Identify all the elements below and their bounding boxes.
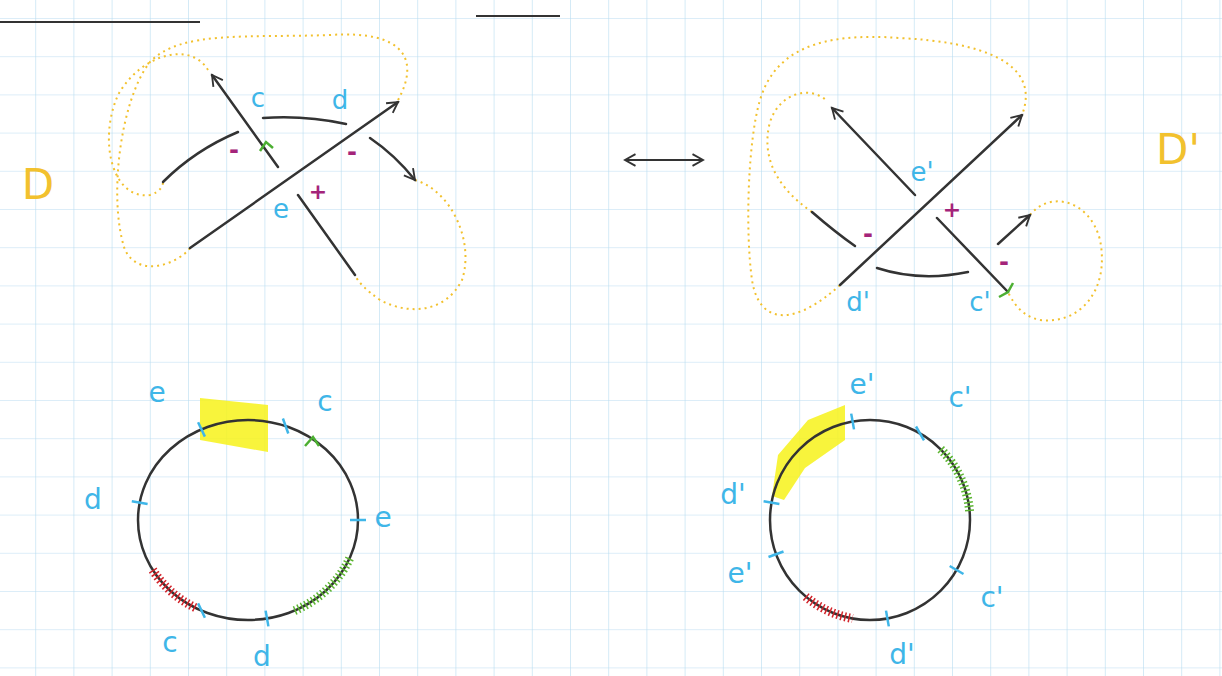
diagram-name: D' bbox=[1156, 129, 1200, 171]
highlight bbox=[772, 405, 845, 500]
heading-underline bbox=[476, 15, 560, 17]
chord-label: e' bbox=[728, 560, 753, 588]
chord-label: d' bbox=[889, 641, 914, 669]
knot-strands bbox=[812, 108, 1030, 292]
crossing-label: d' bbox=[846, 289, 870, 315]
red-arc bbox=[153, 570, 197, 608]
chord-label: e bbox=[148, 379, 165, 407]
sign-label: - bbox=[863, 222, 873, 246]
crossing-label: c bbox=[251, 85, 265, 111]
chord-label: d bbox=[253, 643, 271, 671]
closure-arcs bbox=[109, 34, 466, 309]
chord-label: c bbox=[162, 629, 177, 657]
sign-label: - bbox=[229, 138, 239, 162]
sign-label: - bbox=[999, 250, 1009, 274]
sign-label: + bbox=[309, 181, 327, 203]
heading-underline bbox=[0, 21, 200, 23]
base-point-mark bbox=[999, 283, 1013, 297]
gauss-circle bbox=[770, 420, 970, 620]
chord-label: e' bbox=[850, 371, 875, 399]
sign-label: + bbox=[943, 199, 961, 221]
knot-strands bbox=[163, 75, 415, 275]
chord-label: c' bbox=[948, 384, 971, 412]
chord-ticks bbox=[764, 414, 964, 627]
closure-arcs bbox=[748, 37, 1102, 321]
crossing-label: c' bbox=[969, 289, 990, 315]
diagram-name: D bbox=[22, 164, 54, 206]
chord-label: d' bbox=[720, 481, 745, 509]
move-arrow bbox=[625, 159, 703, 161]
gauss-circle bbox=[138, 420, 358, 620]
crossing-label: d bbox=[332, 87, 349, 113]
sign-label: - bbox=[347, 140, 357, 164]
chord-ticks bbox=[132, 419, 366, 627]
base-point-mark bbox=[305, 437, 319, 446]
crossing-label: e bbox=[273, 196, 289, 222]
red-arc bbox=[806, 597, 853, 619]
chord-label: e bbox=[374, 504, 391, 532]
chord-label: c' bbox=[980, 584, 1003, 612]
crossing-label: e' bbox=[910, 159, 933, 185]
chord-label: d bbox=[84, 486, 102, 514]
chord-label: c bbox=[317, 388, 332, 416]
green-arc bbox=[941, 449, 970, 511]
green-arc bbox=[295, 558, 351, 611]
base-point-mark bbox=[260, 142, 273, 151]
